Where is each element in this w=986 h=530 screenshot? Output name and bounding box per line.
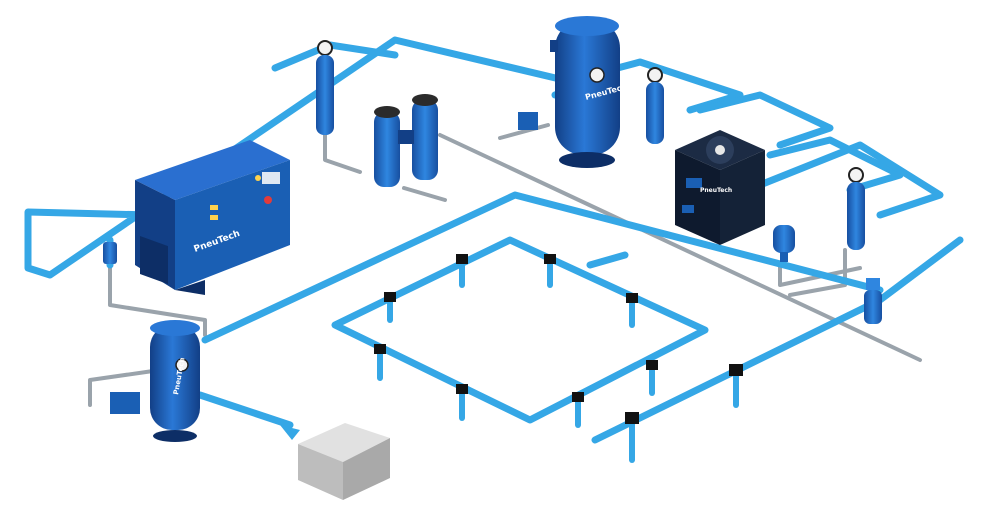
gauge-icon (175, 358, 189, 372)
drain-valve-icon (518, 112, 538, 130)
tee-fitting (456, 384, 468, 394)
tee-fitting (625, 412, 639, 424)
tee-fittings (374, 254, 743, 424)
drop-legs (377, 259, 739, 463)
compressor-stop-button (264, 196, 272, 204)
tee-fitting (626, 293, 638, 303)
tee-fitting (572, 392, 584, 402)
receiver-to-drain-line (498, 123, 550, 140)
gauge-icon (589, 67, 605, 83)
air-receiver-icon: PneuTech (550, 16, 628, 168)
pipe-dryer-bypass-1 (696, 91, 834, 149)
filter-icon (316, 40, 334, 135)
receiver-drain-line (88, 368, 162, 407)
air-receiver-icon: PneuTech (150, 320, 200, 442)
tee-fitting (729, 364, 743, 376)
pipe-dryer-bypass-2 (766, 136, 904, 194)
compressor-icon: PneuTech (135, 140, 290, 295)
dryer-icon: PneuTech (675, 130, 765, 245)
pipe-main-header (201, 191, 884, 344)
flow-arrow-icon (280, 425, 300, 440)
tee-fitting (646, 360, 658, 370)
condensate-collection-box (298, 423, 390, 500)
separator-drain-line (402, 186, 447, 202)
gauge-icon (848, 167, 864, 183)
filter-icon (646, 67, 664, 144)
pipe-distribution-line (591, 236, 964, 444)
dryer-drain-line (778, 263, 862, 287)
pipe-header-branch (586, 251, 629, 269)
tee-fitting (384, 292, 396, 302)
pipe-receiver-to-dryer (606, 58, 744, 114)
dryer-display (686, 178, 702, 188)
drain-valve-icon (110, 392, 140, 414)
pipe-outlet-to-drain (196, 391, 294, 429)
tee-fitting (456, 254, 468, 264)
filter3-drain-line (788, 248, 847, 297)
tee-fitting (544, 254, 556, 264)
filter-icon (103, 242, 117, 264)
filter-icon (864, 278, 882, 324)
tee-fitting (374, 344, 386, 354)
gauge-icon (647, 67, 663, 83)
filter-icon (773, 225, 795, 262)
separator-icon (374, 94, 438, 187)
compressor-drain-line (108, 263, 207, 337)
compressor-status-light (255, 175, 261, 181)
pipe-to-final-filter (756, 141, 944, 219)
dryer-brand-label: PneuTech (700, 187, 732, 194)
filter-icon (847, 167, 865, 250)
compressor-display (262, 172, 280, 184)
gauge-icon (317, 40, 333, 56)
